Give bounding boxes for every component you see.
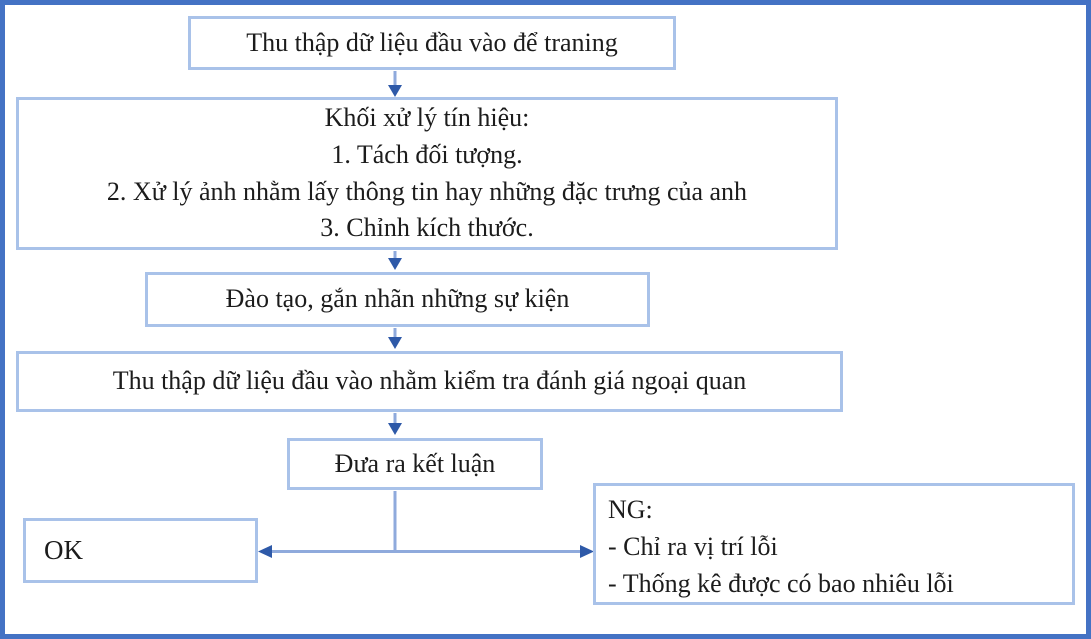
signal-processing-title: Khối xử lý tín hiệu: [324,102,530,132]
node-train-label-text: Đào tạo, gắn nhãn những sự kiện [225,284,570,314]
node-conclusion: Đưa ra kết luận [287,438,543,490]
node-conclusion-label: Đưa ra kết luận [334,448,496,478]
node-result-ng: NG: - Chỉ ra vị trí lỗi - Thống kê được … [593,483,1075,605]
node-result-ng-item-2: - Thống kê được có bao nhiêu lỗi [608,568,954,598]
signal-processing-step-1: 1. Tách đối tượng. [331,139,523,169]
node-signal-processing: Khối xử lý tín hiệu: 1. Tách đối tượng. … [16,97,838,250]
signal-processing-step-2: 2. Xử lý ảnh nhằm lấy thông tin hay nhữn… [106,176,748,206]
node-collect-training-label: Thu thập dữ liệu đầu vào để traning [246,27,618,57]
node-result-ok: OK [23,518,258,583]
node-collect-training-data: Thu thập dữ liệu đầu vào để traning [188,16,676,70]
node-train-label: Đào tạo, gắn nhãn những sự kiện [145,272,650,327]
arrowhead-down-1 [388,85,402,97]
arrowhead-down-2 [388,258,402,270]
node-collect-inspection-label: Thu thập dữ liệu đầu vào nhằm kiểm tra đ… [112,366,747,396]
node-collect-inspection-data: Thu thập dữ liệu đầu vào nhằm kiểm tra đ… [16,351,843,412]
node-result-ok-label: OK [44,534,83,565]
node-result-ng-title: NG: [608,495,653,524]
arrowhead-down-4 [388,423,402,435]
arrowhead-right-ng [580,545,594,558]
node-result-ng-item-1: - Chỉ ra vị trí lỗi [608,531,778,561]
signal-processing-step-3: 3. Chỉnh kích thước. [320,213,534,243]
arrowhead-down-3 [388,337,402,349]
arrowhead-left-ok [258,545,272,558]
